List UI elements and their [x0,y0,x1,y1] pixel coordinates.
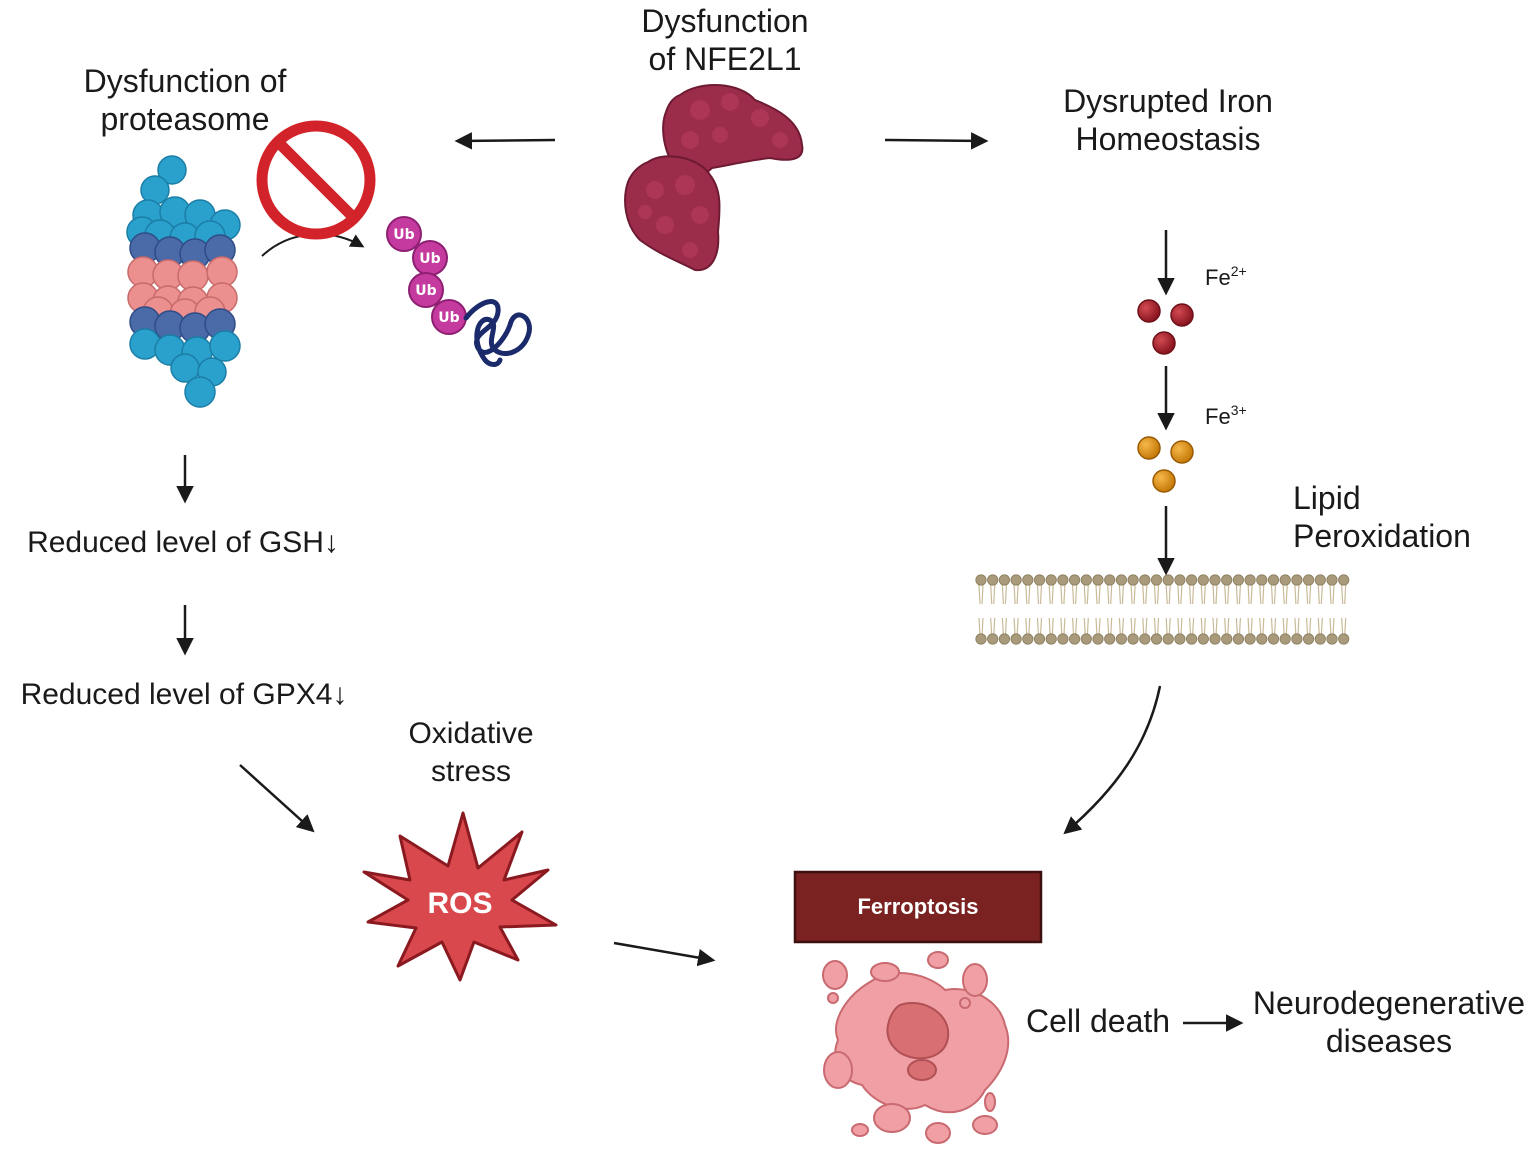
neurodegenerative-label-line1: Neurodegenerative [1253,985,1525,1021]
nfe2l1-title-line1: Dysfunction [641,3,808,39]
fe2-charge: 2+ [1231,263,1247,279]
proteasome-title-line2: proteasome [101,101,270,137]
ub-label-4: Ub [438,310,459,326]
gpx4-label: Reduced level of GPX4↓ [21,678,348,711]
proteasome-title-line1: Dysfunction of [84,63,287,99]
fe3-charge: 3+ [1231,402,1247,418]
nfe2l1-title-line2: of NFE2L1 [649,41,802,77]
iron-title-line1: Dysrupted Iron [1063,83,1273,119]
fe2-ions-icon [1137,299,1194,355]
cell-death-label: Cell death [1026,1003,1170,1039]
ub-label-1: Ub [393,227,414,243]
lipid-label-line1: Lipid [1293,480,1361,516]
ub-label-3: Ub [415,283,436,299]
arrow-nfe2l1-to-proteasome [454,132,556,150]
fe3-text: Fe [1205,404,1231,429]
arrow-gpx4-to-ros [239,764,315,833]
ros-label: ROS [427,887,492,920]
lipid-membrane-icon [975,574,1350,645]
fe2-text: Fe [1205,265,1231,290]
lipid-label-line2: Peroxidation [1293,518,1471,554]
dying-cell-icon [822,951,1010,1144]
ferroptosis-box: Ferroptosis [793,870,1043,944]
arrow-nfe2l1-to-iron [884,132,989,150]
gsh-label: Reduced level of GSH↓ [27,526,339,559]
neurodegenerative-label-line2: diseases [1326,1023,1452,1059]
fe2-label: Fe2+ [1205,263,1247,290]
ub-label-2: Ub [419,251,440,267]
fe3-label: Fe3+ [1205,402,1247,429]
oxidative-label-line1: Oxidative [408,717,533,750]
oxidative-label-line2: stress [431,755,511,788]
arrow-ros-to-ferroptosis [613,941,716,967]
arrow-membrane-to-ferroptosis [1063,685,1162,835]
prohibit-icon [256,120,376,240]
proteasome-icon [126,155,241,408]
ferroptosis-label: Ferroptosis [857,894,978,919]
iron-title-line2: Homeostasis [1076,121,1261,157]
ros-burst-icon: ROS [362,811,558,982]
fe3-ions-icon [1137,436,1194,493]
nfe2l1-protein-icon [624,84,804,272]
ubiquitin-chain-icon: Ub Ub Ub Ub [386,216,532,367]
